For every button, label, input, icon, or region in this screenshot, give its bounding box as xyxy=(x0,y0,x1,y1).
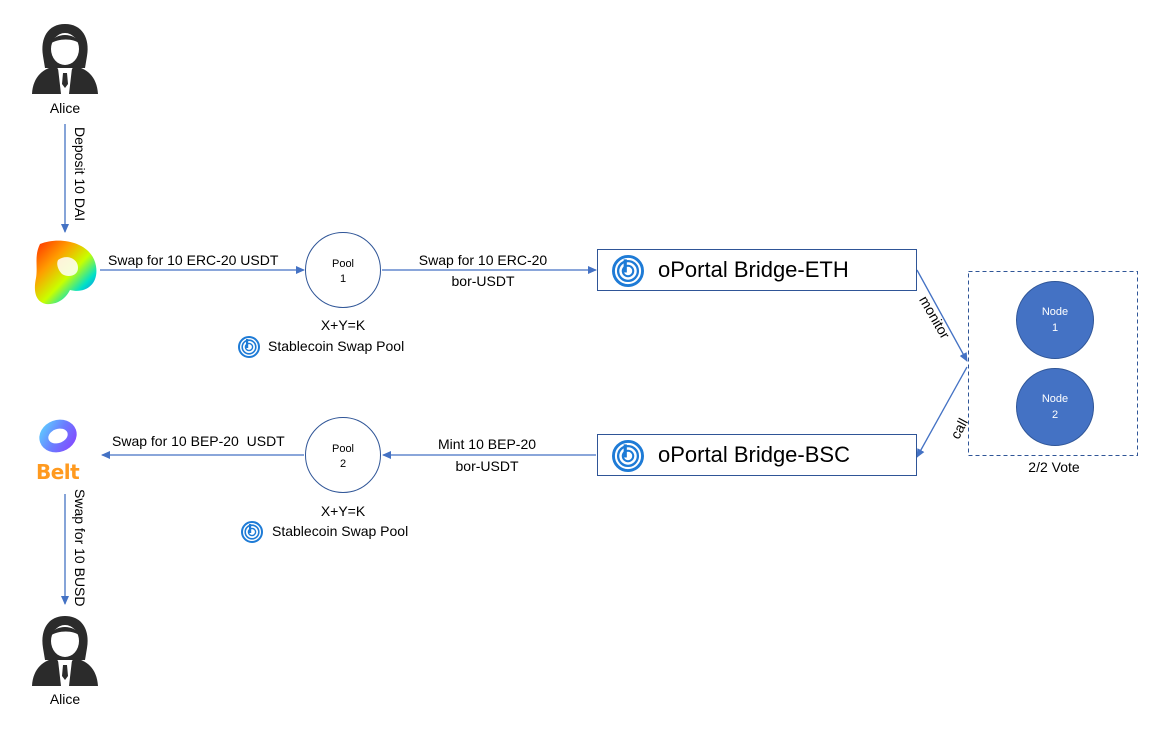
swap-busd-label: Swap for 10 BUSD xyxy=(72,489,88,607)
swap-bor-line2-label: bor-USDT xyxy=(451,273,515,289)
oportal-logo-icon xyxy=(238,336,260,358)
pool-2-caption: Stablecoin Swap Pool xyxy=(272,523,409,539)
node-1-number: 1 xyxy=(1051,322,1059,334)
user-icon xyxy=(28,18,102,94)
node-1-title: Node xyxy=(1041,306,1069,318)
bridge-eth-box: oPortal Bridge-ETH xyxy=(597,249,917,291)
vote-label: 2/2 Vote xyxy=(1028,459,1080,475)
pool-2-formula: X+Y=K xyxy=(320,503,366,519)
oportal-logo-icon xyxy=(612,440,644,472)
bridge-eth-label: oPortal Bridge-ETH xyxy=(658,257,849,282)
belt-logo-text: Belt xyxy=(36,460,80,484)
bridge-bsc-label: oPortal Bridge-BSC xyxy=(658,442,850,467)
deposit-label: Deposit 10 DAI xyxy=(72,127,88,222)
mint-line1-label: Mint 10 BEP-20 xyxy=(437,436,537,452)
curve-logo-icon xyxy=(30,236,100,306)
swap-erc20-label: Swap for 10 ERC-20 USDT xyxy=(108,252,279,268)
node-2-number: 2 xyxy=(1051,409,1059,421)
node-group-box xyxy=(968,271,1138,456)
alice-top-label: Alice xyxy=(49,100,81,116)
pool-2-number: 2 xyxy=(339,458,347,470)
pool-1-caption: Stablecoin Swap Pool xyxy=(268,338,405,354)
pool-1-title: Pool xyxy=(331,258,355,270)
belt-logo-icon xyxy=(36,416,80,456)
pool-2-title: Pool xyxy=(331,443,355,455)
oportal-logo-icon xyxy=(241,521,263,543)
arrow-monitor xyxy=(916,269,968,362)
node-1: Node 1 xyxy=(1016,281,1094,359)
swap-bep20-label: Swap for 10 BEP-20 USDT xyxy=(112,433,285,449)
arrow-call xyxy=(916,366,968,458)
pool-2: Pool 2 xyxy=(305,417,381,493)
node-2-title: Node xyxy=(1041,393,1069,405)
pool-1-number: 1 xyxy=(339,273,347,285)
user-icon xyxy=(28,610,102,686)
alice-bottom-label: Alice xyxy=(49,691,81,707)
swap-bor-line1-label: Swap for 10 ERC-20 xyxy=(418,252,548,268)
mint-line2-label: bor-USDT xyxy=(455,458,519,474)
oportal-logo-icon xyxy=(612,255,644,287)
pool-1-formula: X+Y=K xyxy=(320,317,366,333)
node-2: Node 2 xyxy=(1016,368,1094,446)
bridge-bsc-box: oPortal Bridge-BSC xyxy=(597,434,917,476)
pool-1: Pool 1 xyxy=(305,232,381,308)
